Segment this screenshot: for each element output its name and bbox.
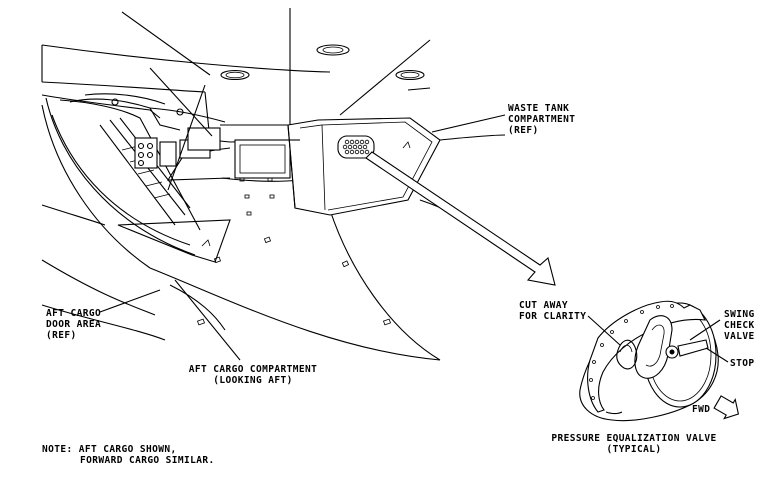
svg-text:(REF): (REF)	[46, 330, 77, 341]
label-fwd: FWD	[692, 404, 710, 415]
label-stop: STOP	[730, 358, 754, 369]
svg-text:(REF): (REF)	[508, 125, 539, 136]
leader-lines	[99, 114, 729, 363]
svg-text:(TYPICAL): (TYPICAL)	[606, 444, 661, 455]
svg-text:WASTE TANK: WASTE TANK	[508, 103, 569, 114]
svg-text:(LOOKING AFT): (LOOKING AFT)	[213, 375, 293, 386]
svg-text:AFT CARGO COMPARTMENT: AFT CARGO COMPARTMENT	[189, 364, 318, 375]
svg-text:FOR CLARITY: FOR CLARITY	[519, 311, 586, 322]
label-waste-tank: WASTE TANK COMPARTMENT (REF)	[508, 103, 575, 136]
label-valve-title: PRESSURE EQUALIZATION VALVE (TYPICAL)	[551, 433, 716, 455]
fwd-arrow-icon	[713, 395, 740, 420]
pressure-equalization-valve	[579, 300, 719, 422]
svg-text:SWING: SWING	[724, 309, 755, 320]
label-aft-cargo-door: AFT CARGO DOOR AREA (REF)	[46, 308, 101, 341]
svg-text:AFT CARGO: AFT CARGO	[46, 308, 101, 319]
label-aft-cargo-compartment: AFT CARGO COMPARTMENT (LOOKING AFT)	[189, 364, 318, 386]
label-swing-check-valve: SWING CHECK VALVE	[724, 309, 755, 342]
svg-text:COMPARTMENT: COMPARTMENT	[508, 114, 575, 125]
callout-arrow	[365, 151, 556, 286]
svg-text:DOOR AREA: DOOR AREA	[46, 319, 101, 330]
svg-text:CHECK: CHECK	[724, 320, 755, 331]
svg-text:PRESSURE EQUALIZATION VALVE: PRESSURE EQUALIZATION VALVE	[551, 433, 716, 444]
svg-text:NOTE: AFT CARGO SHOWN,: NOTE: AFT CARGO SHOWN,	[42, 444, 177, 455]
svg-text:CUT AWAY: CUT AWAY	[519, 300, 568, 311]
label-cut-away: CUT AWAY FOR CLARITY	[519, 300, 586, 322]
compartment-structure	[41, 8, 506, 361]
svg-text:FORWARD CARGO SIMILAR.: FORWARD CARGO SIMILAR.	[80, 455, 215, 466]
svg-text:VALVE: VALVE	[724, 331, 755, 342]
note-text: NOTE: AFT CARGO SHOWN, FORWARD CARGO SIM…	[42, 444, 215, 466]
